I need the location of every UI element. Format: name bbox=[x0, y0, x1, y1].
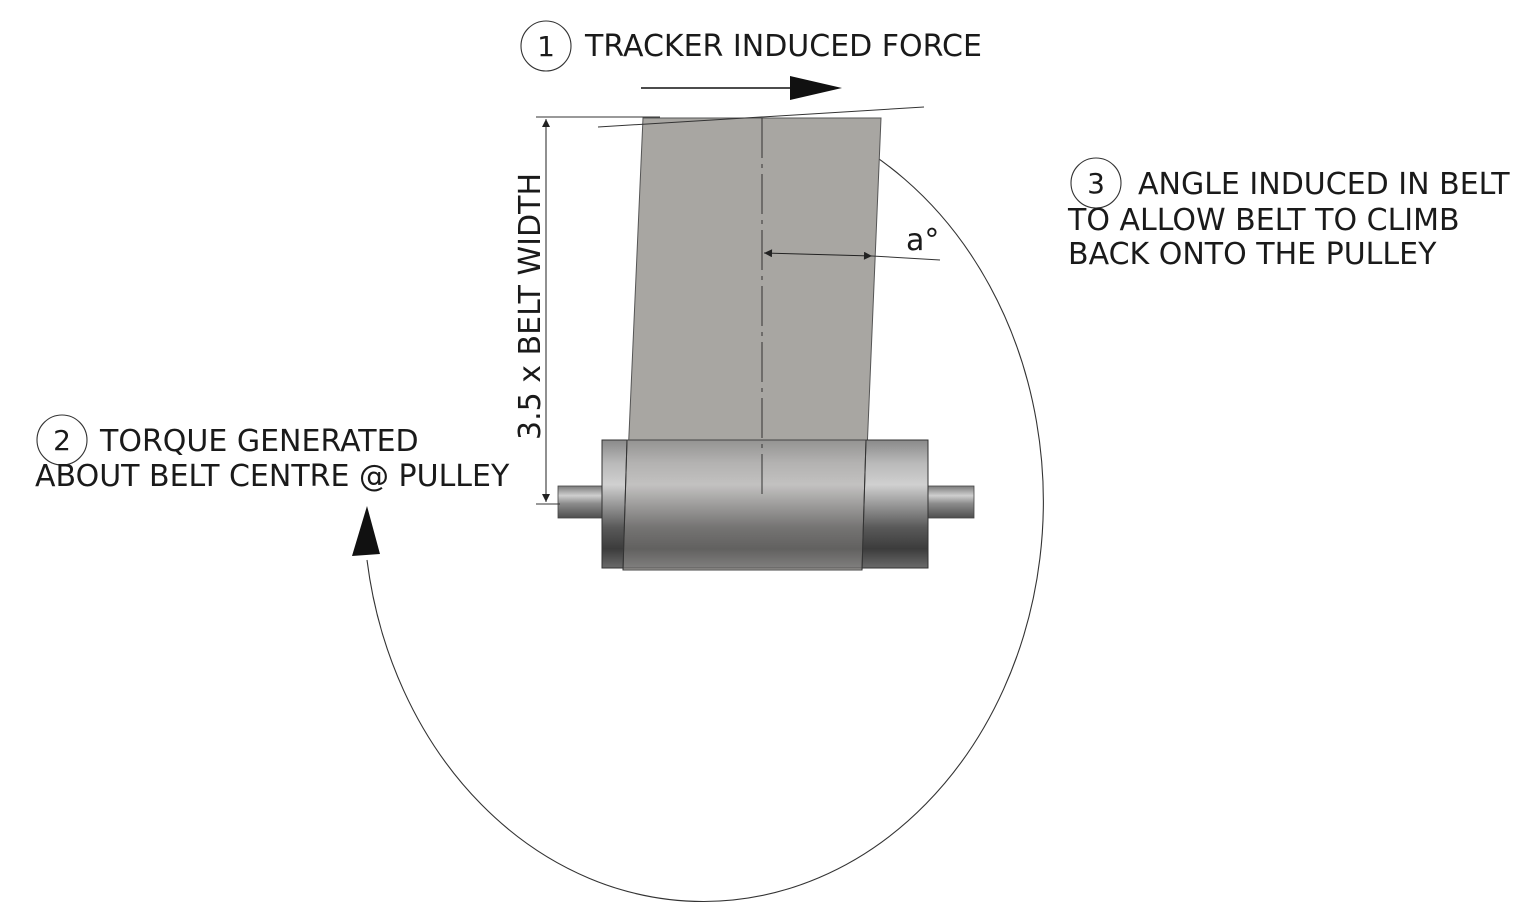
pulley-drum bbox=[601, 439, 929, 569]
callout-2: 2 TORQUE GENERATED ABOUT BELT CENTRE @ P… bbox=[35, 414, 510, 494]
callout-1-number: 1 bbox=[537, 30, 555, 63]
pulley-edge-right bbox=[861, 439, 867, 571]
pulley-shaft-left bbox=[557, 485, 609, 519]
callout-3-circle bbox=[1070, 157, 1122, 209]
callout-2-text-line-2: ABOUT BELT CENTRE @ PULLEY bbox=[35, 459, 510, 494]
angle-dimension-line bbox=[763, 249, 873, 260]
belt-top-reference-line bbox=[597, 106, 925, 128]
callout-3-text-line-2: TO ALLOW BELT TO CLIMB bbox=[1067, 203, 1460, 238]
callout-2-circle bbox=[36, 414, 88, 466]
callout-2-number: 2 bbox=[53, 424, 71, 457]
callout-3-text-line-3: BACK ONTO THE PULLEY bbox=[1068, 237, 1437, 272]
angle-leader-line bbox=[871, 255, 941, 261]
tracker-force-arrowhead bbox=[790, 76, 842, 100]
dimension-label: 3.5 x BELT WIDTH bbox=[513, 173, 548, 440]
pulley-edge-left bbox=[622, 439, 628, 571]
callout-3-number: 3 bbox=[1087, 167, 1105, 200]
callout-2-text-line-1: TORQUE GENERATED bbox=[99, 424, 419, 459]
angle-label: a° bbox=[906, 223, 939, 258]
pulley-shaft-right bbox=[921, 485, 975, 519]
callout-1: 1 TRACKER INDUCED FORCE bbox=[520, 20, 982, 72]
torque-arrowhead bbox=[352, 506, 380, 556]
callout-1-circle bbox=[520, 20, 572, 72]
callout-1-text: TRACKER INDUCED FORCE bbox=[584, 29, 982, 64]
callout-3-text-line-1: ANGLE INDUCED IN BELT bbox=[1138, 167, 1510, 202]
torque-arc bbox=[366, 117, 1044, 903]
belt-over-pulley bbox=[622, 439, 867, 571]
callout-3: 3 ANGLE INDUCED IN BELT TO ALLOW BELT TO… bbox=[1067, 157, 1510, 272]
